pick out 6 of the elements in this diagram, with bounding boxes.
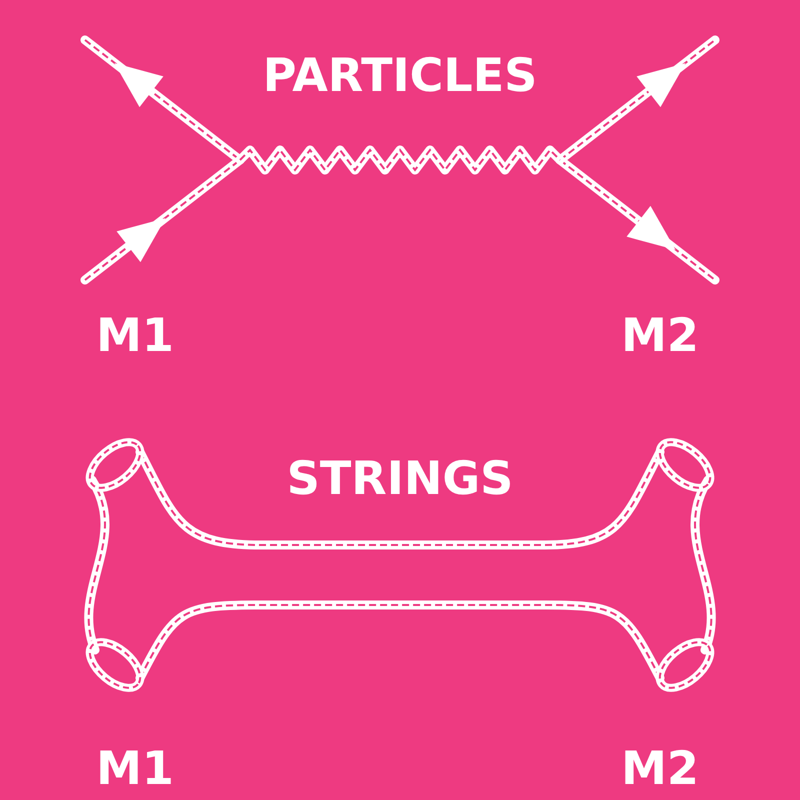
- section-heading: STRINGS: [286, 455, 514, 501]
- mass-label: M1: [96, 312, 174, 358]
- mass-label: M2: [621, 745, 699, 791]
- section-heading: PARTICLES: [262, 52, 538, 98]
- mass-label: M2: [621, 312, 699, 358]
- mass-label: M1: [96, 745, 174, 791]
